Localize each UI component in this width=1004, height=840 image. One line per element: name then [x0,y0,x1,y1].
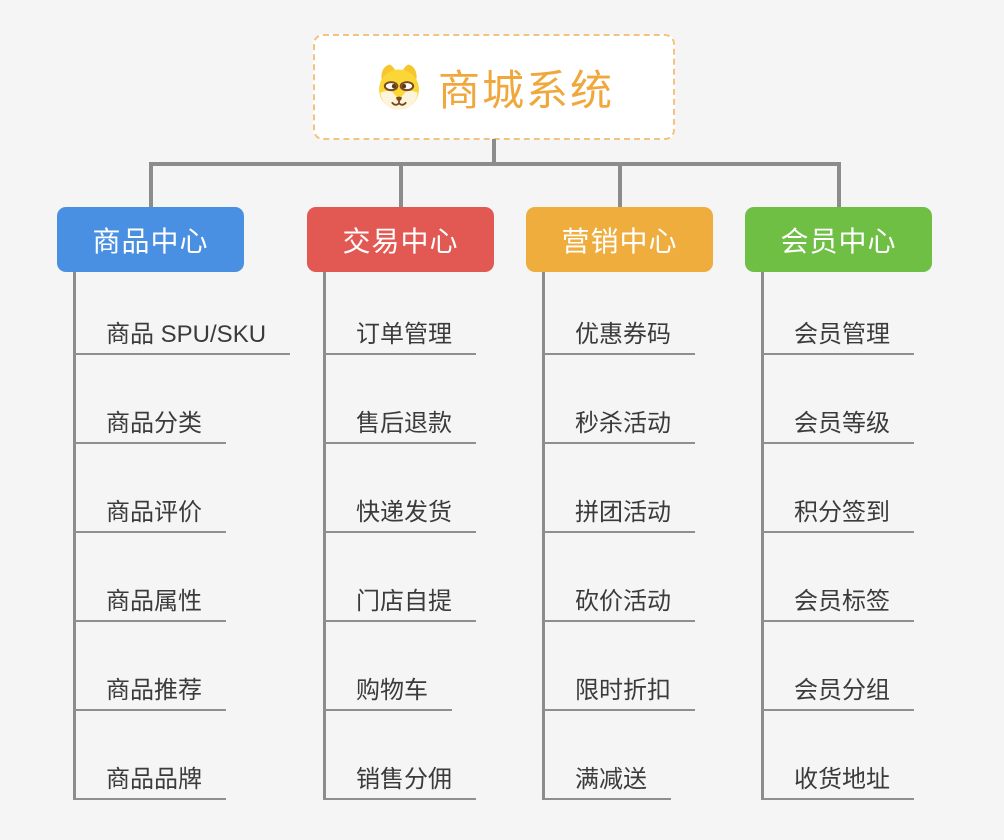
branch-label: 商品中心 [92,225,209,257]
connector-branch-trunk [73,272,76,800]
child-item-label: 秒杀活动 [575,410,671,437]
child-item[interactable]: 限时折扣 [542,675,695,711]
branch-box-4[interactable]: 会员中心 [745,207,932,272]
child-item-label: 商品推荐 [106,677,202,704]
child-item[interactable]: 满减送 [542,764,671,800]
child-item-label: 订单管理 [356,321,452,348]
root-node-label: 商城系统 [437,66,614,114]
child-item[interactable]: 收货地址 [761,764,914,800]
connector-branch-drop [618,162,622,208]
child-item-label: 收货地址 [794,766,890,793]
child-item[interactable]: 商品 SPU/SKU [73,319,291,355]
child-item[interactable]: 会员分组 [761,675,914,711]
child-item-label: 快递发货 [356,499,452,526]
child-item-label: 商品评价 [106,499,202,526]
branch-box-3[interactable]: 营销中心 [526,207,713,272]
child-item-label: 拼团活动 [575,499,671,526]
child-item[interactable]: 商品属性 [73,586,226,622]
child-item[interactable]: 销售分佣 [323,764,476,800]
connector-branch-drop [837,162,841,208]
child-item-label: 购物车 [356,677,428,704]
child-item[interactable]: 门店自提 [323,586,476,622]
child-item-label: 售后退款 [356,410,452,437]
child-item-label: 砍价活动 [575,588,671,615]
root-node[interactable]: 商城系统 [313,34,675,140]
connector-branch-drop [399,162,403,208]
child-item[interactable]: 会员等级 [761,408,914,444]
child-item[interactable]: 优惠券码 [542,319,695,355]
child-item[interactable]: 商品分类 [73,408,226,444]
child-item-label: 满减送 [575,766,647,793]
child-item[interactable]: 砍价活动 [542,586,695,622]
child-item-label: 会员分组 [794,677,890,704]
child-item[interactable]: 会员标签 [761,586,914,622]
child-item-label: 限时折扣 [575,677,671,704]
connector-branch-trunk [323,272,326,800]
child-item-label: 优惠券码 [575,321,671,348]
child-item[interactable]: 秒杀活动 [542,408,695,444]
child-item[interactable]: 拼团活动 [542,497,695,533]
child-item-label: 商品 SPU/SKU [106,321,267,348]
child-item[interactable]: 商品推荐 [73,675,226,711]
connector-branch-trunk [542,272,545,800]
connector-root-trunk [492,139,496,164]
child-item[interactable]: 会员管理 [761,319,914,355]
dog-face-icon [374,62,424,112]
child-item[interactable]: 购物车 [323,675,452,711]
child-item[interactable]: 订单管理 [323,319,476,355]
branch-box-1[interactable]: 商品中心 [57,207,244,272]
child-item[interactable]: 商品品牌 [73,764,226,800]
branch-label: 交易中心 [342,225,459,257]
child-item-label: 商品属性 [106,588,202,615]
connector-branch-drop [149,162,153,208]
child-item-label: 会员等级 [794,410,890,437]
child-item-label: 门店自提 [356,588,452,615]
child-item-label: 商品品牌 [106,766,202,793]
branch-label: 会员中心 [780,225,897,257]
child-item-label: 积分签到 [794,499,890,526]
child-item[interactable]: 商品评价 [73,497,226,533]
child-item-label: 销售分佣 [356,766,452,793]
connector-horizontal-bar [149,162,841,166]
child-item-label: 商品分类 [106,410,202,437]
branch-box-2[interactable]: 交易中心 [307,207,494,272]
connector-branch-trunk [761,272,764,800]
child-item[interactable]: 积分签到 [761,497,914,533]
child-item-label: 会员标签 [794,588,890,615]
branch-label: 营销中心 [561,225,678,257]
child-item[interactable]: 售后退款 [323,408,476,444]
child-item[interactable]: 快递发货 [323,497,476,533]
child-item-label: 会员管理 [794,321,890,348]
